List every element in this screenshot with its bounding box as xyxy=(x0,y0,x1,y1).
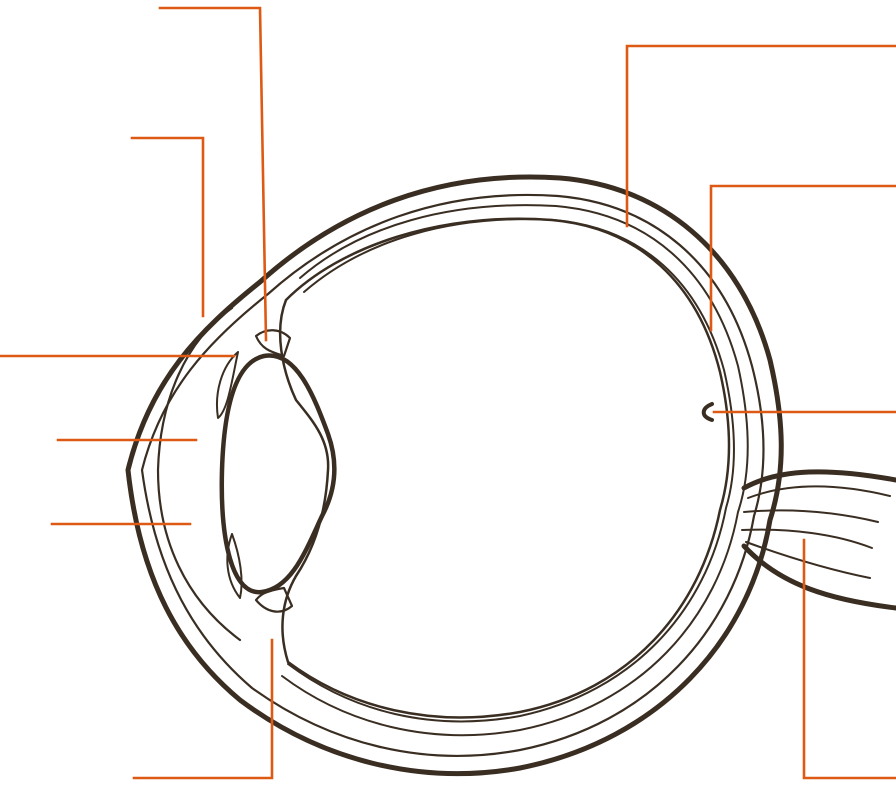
leader-sclera xyxy=(627,46,896,226)
sclera xyxy=(128,177,781,774)
label-leaders xyxy=(0,8,896,778)
leader-retina xyxy=(711,186,896,330)
leader-optic-nerve xyxy=(804,540,896,778)
fovea xyxy=(704,404,712,420)
vitreous-body xyxy=(280,219,729,718)
leader-cornea xyxy=(132,138,203,316)
